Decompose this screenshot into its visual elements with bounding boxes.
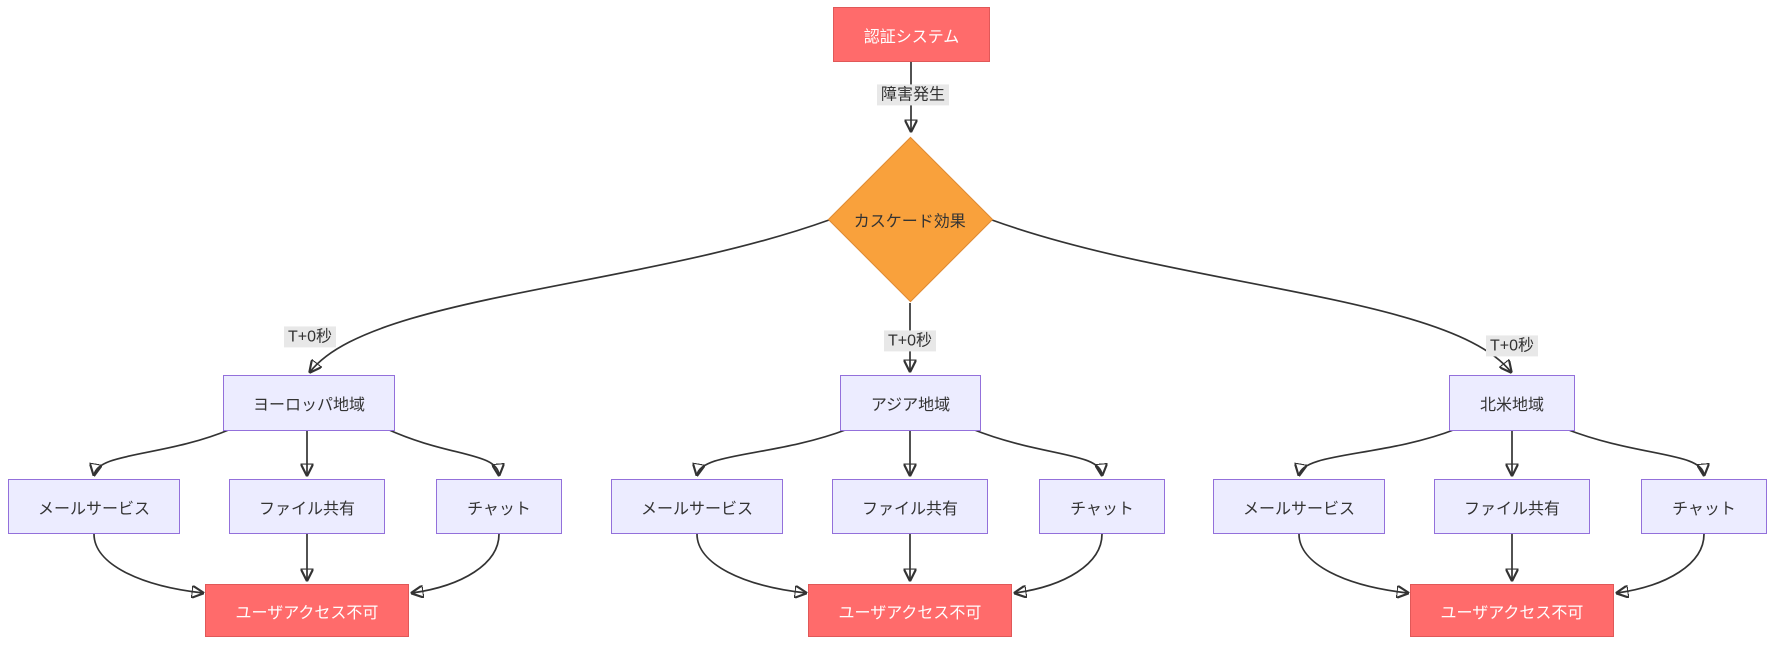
node-auth-system: 認証システム	[833, 7, 990, 62]
edge-cascade-to-northamerica	[991, 219, 1511, 372]
edge-northamerica-chat-to-outcome	[1617, 533, 1705, 593]
node-region-northamerica: 北米地域	[1449, 375, 1575, 431]
node-asia-mail-service: メールサービス	[611, 479, 783, 534]
edge-asia-to-mail	[697, 428, 849, 475]
edge-asia-to-chat	[971, 428, 1102, 475]
node-northamerica-mail-service: メールサービス	[1213, 479, 1385, 534]
edge-northamerica-to-chat	[1565, 428, 1704, 475]
node-asia-outcome: ユーザアクセス不可	[808, 584, 1012, 637]
edge-cascade-to-europe	[310, 219, 830, 372]
node-region-asia: アジア地域	[840, 375, 981, 431]
edge-europe-mail-to-outcome	[93, 533, 203, 593]
node-europe-outcome: ユーザアクセス不可	[205, 584, 409, 637]
edge-label-t0-asia: T+0秒	[883, 330, 937, 352]
node-asia-chat: チャット	[1039, 479, 1165, 534]
edge-europe-chat-to-outcome	[412, 533, 500, 593]
edge-northamerica-mail-to-outcome	[1298, 533, 1408, 593]
node-northamerica-file-sharing: ファイル共有	[1434, 479, 1590, 534]
edge-label-t0-northamerica: T+0秒	[1485, 335, 1539, 357]
node-europe-file-sharing: ファイル共有	[229, 479, 385, 534]
node-asia-file-sharing: ファイル共有	[832, 479, 988, 534]
edge-label-fault: 障害発生	[876, 84, 950, 106]
node-region-europe: ヨーロッパ地域	[223, 375, 395, 431]
cascade-effect-label: カスケード効果	[854, 213, 967, 231]
edge-northamerica-to-mail	[1299, 428, 1457, 475]
node-europe-chat: チャット	[436, 479, 562, 534]
node-northamerica-chat: チャット	[1641, 479, 1767, 534]
edge-europe-to-mail	[94, 428, 232, 475]
edge-label-t0-europe: T+0秒	[283, 326, 337, 348]
edge-asia-chat-to-outcome	[1015, 533, 1103, 593]
edge-europe-to-chat	[386, 428, 499, 475]
node-europe-mail-service: メールサービス	[8, 479, 180, 534]
edge-asia-mail-to-outcome	[696, 533, 806, 593]
node-northamerica-outcome: ユーザアクセス不可	[1410, 584, 1614, 637]
